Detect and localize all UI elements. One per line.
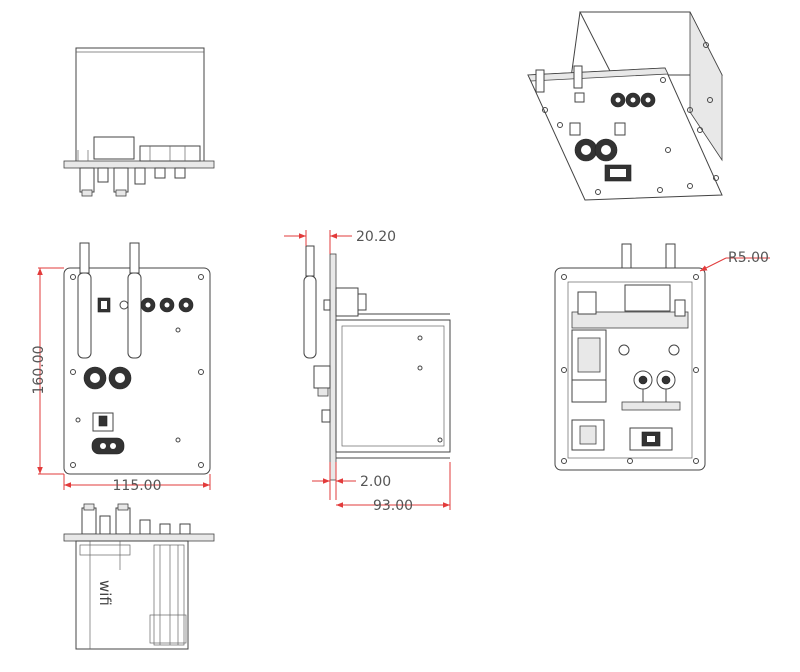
dimension-width: 115.00 xyxy=(63,474,211,494)
wifi-label: wifi xyxy=(96,580,114,606)
plate-thickness-label: 2.00 xyxy=(360,474,391,490)
bottom-view: wifi xyxy=(63,503,215,650)
width-label: 115.00 xyxy=(113,478,162,494)
depth-label: 93.00 xyxy=(373,498,413,514)
antenna-offset-label: 20.20 xyxy=(356,229,396,245)
corner-radius-label: R5.00 xyxy=(728,250,769,266)
dimension-antenna-offset: 20.20 xyxy=(284,229,396,254)
front-panel-view xyxy=(63,242,211,475)
rear-view xyxy=(554,243,706,471)
dimension-height: 160.00 xyxy=(31,267,64,475)
dimension-plate-thickness: 2.00 xyxy=(312,462,391,500)
side-view xyxy=(303,245,451,481)
dimension-depth: 93.00 xyxy=(336,462,451,514)
isometric-view xyxy=(527,11,723,201)
top-view xyxy=(63,47,215,197)
height-label: 160.00 xyxy=(31,346,47,395)
dimension-corner-radius: R5.00 xyxy=(699,250,770,272)
